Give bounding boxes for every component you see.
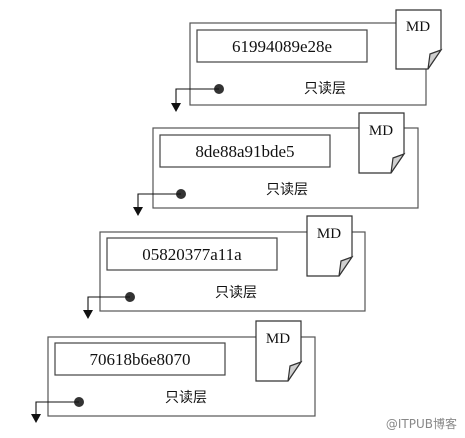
layer-2: 8de88a91bde5 只读层 MD	[133, 112, 419, 216]
layer-1-connector-line	[175, 88, 219, 103]
layer-2-document-icon: MD	[358, 112, 406, 174]
layer-4-document-icon: MD	[255, 320, 303, 382]
layer-4-arrow-head	[31, 414, 41, 423]
layer-3-md-label: MD	[317, 226, 341, 242]
layer-1-label: 只读层	[304, 80, 346, 97]
layer-4-md-label: MD	[266, 331, 290, 347]
layer-1-arrow-head	[171, 103, 181, 112]
layer-3-connector-line	[87, 296, 130, 310]
layer-2-id-box	[159, 134, 331, 168]
layer-1-document-icon: MD	[395, 9, 443, 70]
layer-1: 61994089e28e 只读层 MD	[171, 9, 443, 112]
layer-4: 70618b6e8070 只读层 MD	[31, 320, 316, 423]
layer-2-connector-line	[137, 193, 181, 207]
layer-2-label: 只读层	[266, 181, 308, 198]
layer-4-id-box	[54, 342, 226, 376]
layer-3-id-box	[106, 237, 278, 271]
layer-1-md-label: MD	[406, 19, 430, 35]
watermark: @ITPUB博客	[385, 417, 457, 431]
layer-1-id-box	[196, 29, 368, 63]
layer-3-document-icon: MD	[306, 215, 354, 277]
layer-1-id: 61994089e28e	[232, 37, 332, 56]
layer-4-connector-line	[35, 401, 79, 414]
layer-3-arrow-head	[83, 310, 93, 319]
layer-4-id: 70618b6e8070	[89, 350, 190, 369]
layer-2-id: 8de88a91bde5	[195, 142, 294, 161]
layer-3-label: 只读层	[215, 284, 257, 301]
layer-3: 05820377a11a 只读层 MD	[83, 215, 366, 319]
layer-3-id: 05820377a11a	[142, 245, 242, 264]
layer-2-md-label: MD	[369, 123, 393, 139]
layer-2-arrow-head	[133, 207, 143, 216]
layer-4-label: 只读层	[165, 389, 207, 406]
